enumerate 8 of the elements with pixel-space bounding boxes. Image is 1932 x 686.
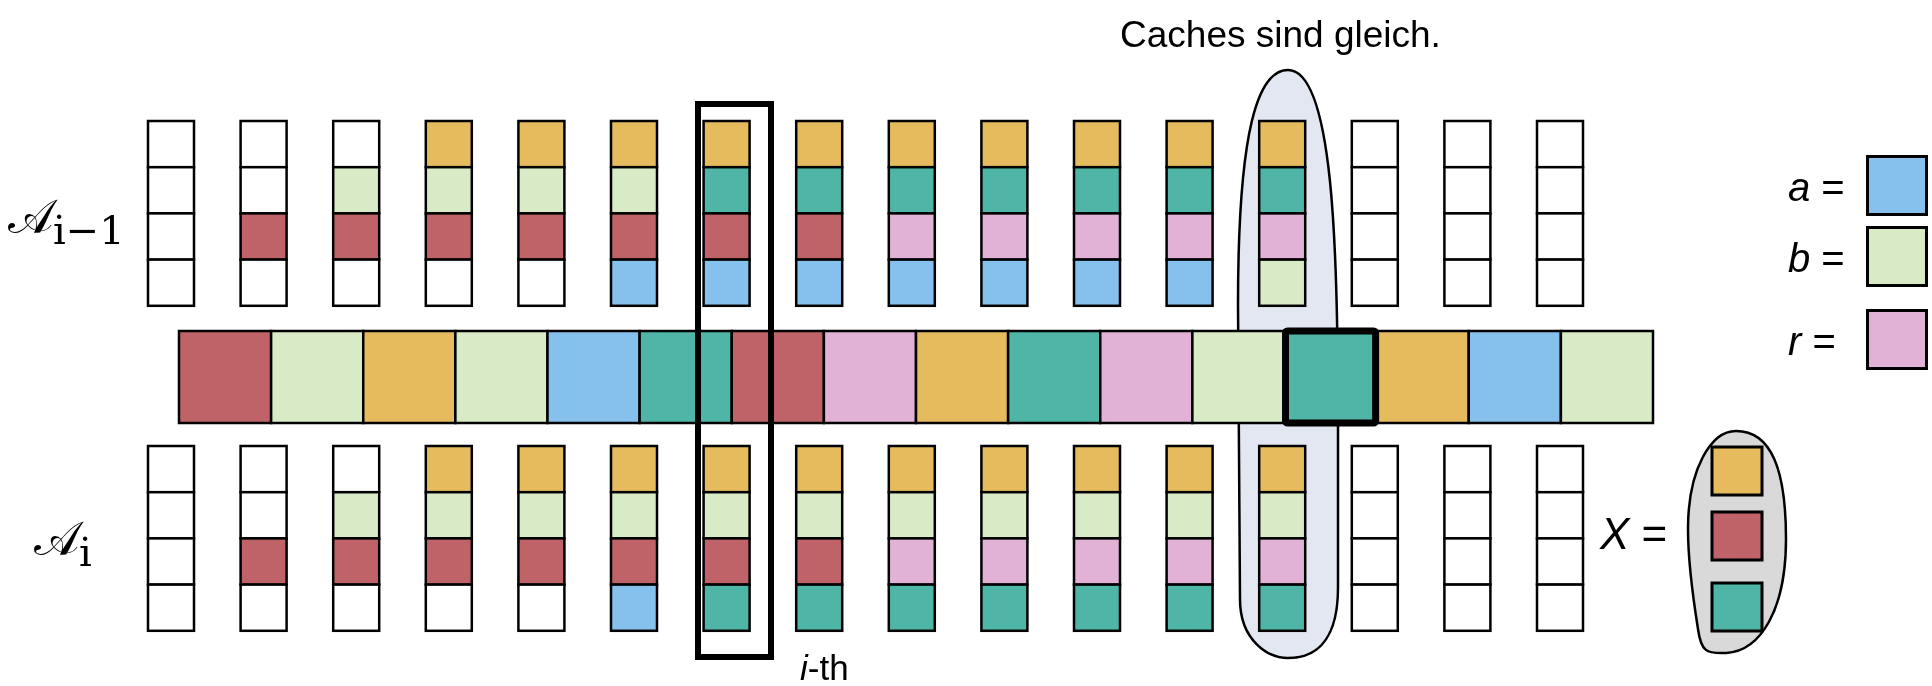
legend-label: a =: [1788, 167, 1845, 207]
legend-label: r =: [1788, 321, 1836, 361]
legend-label: b =: [1788, 238, 1845, 278]
heading: Caches sind gleich.: [1120, 16, 1441, 53]
set-label: 𝒜$_{i}$: [34, 514, 92, 572]
set-label: X =: [1600, 512, 1668, 556]
column-label: i-th: [800, 650, 849, 685]
set-label: 𝒜$_{i−1}$: [8, 192, 125, 250]
